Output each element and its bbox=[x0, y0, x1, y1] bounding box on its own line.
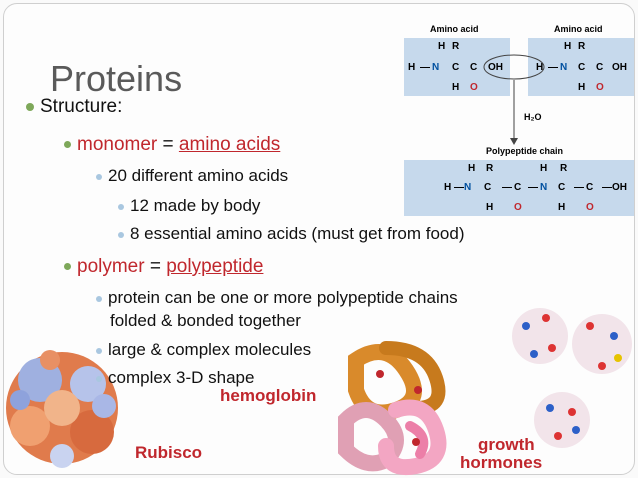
bullet-dot-icon bbox=[96, 347, 102, 354]
equals-sign: = bbox=[144, 256, 167, 277]
bullet-dot-icon bbox=[118, 231, 124, 238]
growth-hormone-image bbox=[512, 308, 632, 448]
svg-text:H: H bbox=[540, 163, 547, 174]
svg-text:C: C bbox=[578, 62, 585, 73]
svg-text:H: H bbox=[564, 41, 571, 52]
bullet-protein-chains-line1: protein can be one or more polypeptide c… bbox=[108, 288, 458, 307]
svg-text:N: N bbox=[464, 182, 471, 193]
svg-text:OH: OH bbox=[488, 62, 503, 73]
amino-acids-term: amino acids bbox=[178, 134, 281, 155]
growth-label-line1: growth bbox=[478, 435, 535, 454]
svg-text:C: C bbox=[484, 182, 491, 193]
svg-text:O: O bbox=[586, 202, 594, 213]
svg-text:—: — bbox=[502, 182, 512, 193]
svg-text:H: H bbox=[452, 82, 459, 93]
svg-text:C: C bbox=[452, 62, 459, 73]
growth-label-line2: hormones bbox=[460, 453, 543, 472]
svg-text:—: — bbox=[454, 182, 464, 193]
water-label: H₂O bbox=[524, 112, 542, 122]
svg-text:H: H bbox=[438, 41, 445, 52]
rubisco-label: Rubisco bbox=[135, 443, 203, 462]
svg-text:R: R bbox=[560, 163, 568, 174]
hemoglobin-label: hemoglobin bbox=[220, 386, 317, 405]
svg-text:—: — bbox=[574, 182, 584, 193]
svg-text:H: H bbox=[486, 202, 493, 213]
amino-acid-label-right: Amino acid bbox=[554, 24, 603, 34]
polymer-term: polymer bbox=[77, 256, 145, 277]
svg-text:N: N bbox=[560, 62, 567, 73]
svg-text:O: O bbox=[514, 202, 522, 213]
svg-text:—: — bbox=[528, 182, 538, 193]
bullet-3d-shape: complex 3-D shape bbox=[96, 368, 254, 388]
bullet-protein-chains-line2: folded & bonded together bbox=[110, 311, 301, 330]
svg-text:H: H bbox=[536, 62, 543, 73]
svg-text:R: R bbox=[486, 163, 494, 174]
right-amino-box bbox=[528, 38, 634, 96]
left-amino-box bbox=[404, 38, 510, 96]
chain-box bbox=[404, 160, 634, 216]
equals-sign: = bbox=[157, 134, 179, 155]
bullet-protein-chains: protein can be one or more polypeptide c… bbox=[96, 288, 458, 308]
svg-text:O: O bbox=[596, 82, 604, 93]
bullet-structure-text: Structure: bbox=[40, 96, 123, 117]
svg-text:H: H bbox=[578, 82, 585, 93]
svg-text:C: C bbox=[470, 62, 477, 73]
svg-text:H: H bbox=[468, 163, 475, 174]
bullet-8-essential-text: 8 essential amino acids (must get from f… bbox=[130, 224, 465, 243]
svg-text:—: — bbox=[548, 62, 558, 73]
svg-text:—OH: —OH bbox=[602, 182, 627, 193]
bullet-dot-icon bbox=[96, 375, 102, 382]
rubisco-image bbox=[6, 350, 118, 468]
polypeptide-chain-label: Polypeptide chain bbox=[486, 146, 563, 156]
bullet-8-essential: 8 essential amino acids (must get from f… bbox=[118, 224, 464, 244]
bullet-dot-icon bbox=[64, 263, 71, 271]
svg-text:N: N bbox=[432, 62, 439, 73]
bullet-large-complex: large & complex molecules bbox=[96, 340, 311, 360]
svg-text:H: H bbox=[444, 182, 451, 193]
bullet-structure: Structure: bbox=[26, 96, 122, 118]
svg-text:OH: OH bbox=[612, 62, 627, 73]
bullet-polymer: polymer = polypeptide bbox=[64, 256, 263, 278]
bullet-dot-icon bbox=[96, 295, 102, 302]
svg-text:C: C bbox=[586, 182, 593, 193]
bullet-dot-icon bbox=[26, 102, 34, 111]
bullet-20-amino-text: 20 different amino acids bbox=[108, 166, 289, 185]
svg-text:C: C bbox=[596, 62, 603, 73]
hemoglobin-image bbox=[338, 341, 447, 475]
svg-text:C: C bbox=[558, 182, 565, 193]
bullet-20-amino: 20 different amino acids bbox=[96, 166, 288, 186]
amino-acid-label-left: Amino acid bbox=[430, 24, 479, 34]
bullet-3d-shape-text: complex 3-D shape bbox=[108, 368, 255, 387]
bullet-12-body-text: 12 made by body bbox=[130, 196, 261, 215]
bullet-monomer: monomer = amino acids bbox=[64, 134, 280, 156]
svg-text:R: R bbox=[578, 41, 586, 52]
bullet-large-complex-text: large & complex molecules bbox=[108, 340, 312, 359]
svg-text:R: R bbox=[452, 41, 460, 52]
growth-hormones-label: growth hormones bbox=[460, 435, 542, 472]
svg-text:—: — bbox=[420, 62, 430, 73]
svg-text:H: H bbox=[408, 62, 415, 73]
bullet-protein-chains-cont: folded & bonded together bbox=[110, 311, 301, 331]
bullet-dot-icon bbox=[96, 173, 102, 180]
polypeptide-term: polypeptide bbox=[166, 256, 264, 277]
svg-text:H: H bbox=[558, 202, 565, 213]
bullet-dot-icon bbox=[64, 141, 71, 149]
svg-text:O: O bbox=[470, 82, 478, 93]
monomer-term: monomer bbox=[77, 134, 158, 155]
svg-text:N: N bbox=[540, 182, 547, 193]
bullet-12-body: 12 made by body bbox=[118, 196, 260, 216]
bullet-dot-icon bbox=[118, 203, 124, 210]
svg-text:C: C bbox=[514, 182, 521, 193]
page-title: Proteins bbox=[50, 58, 183, 99]
